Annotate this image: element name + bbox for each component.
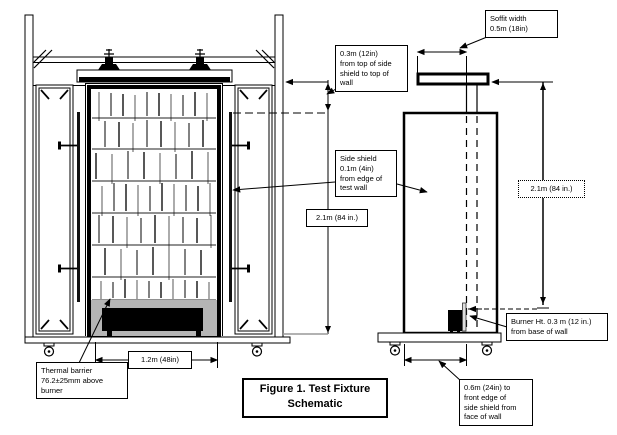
front-base-rail [24,336,291,344]
header-beam-band [79,77,230,82]
left-corner-brace [33,49,53,69]
side-view [377,72,502,356]
panel-clamps [58,141,250,273]
thermal-barrier-label: Thermal barrier 76.2±25mm above burner [36,362,128,400]
thermal-barrier-side [462,302,467,332]
front-casters [43,342,263,357]
right-side-panel [234,84,273,335]
front-right-post [274,14,284,338]
side-base-platform [377,332,502,343]
wall-frame-outline [85,83,223,336]
front-wall-height-label: 2.1m (84 in.) [306,209,368,227]
side-shield-bar-right [229,112,232,302]
right-corner-brace [255,49,275,69]
shingle-panel [92,92,216,301]
top-offset-label: 0.3m (12in) from top of side shield to t… [335,45,408,92]
front-view [24,14,291,357]
burner-height-label: Burner Ht. 0.3 m (12 in.) from base of w… [506,313,608,341]
side-shield-panel [402,111,499,335]
left-side-panel [35,84,74,335]
trolley-right [189,49,211,70]
trolley-track [32,56,276,63]
soffit-bar [416,72,490,86]
side-shield-bar-left [77,112,80,302]
trolley-left [98,49,120,70]
figure-title: Figure 1. Test Fixture Schematic [242,378,388,418]
side-casters [389,341,493,356]
side-wall-height-label: 2.1m (84 in.) [518,180,585,198]
burner-front [102,308,203,336]
leader-lines [78,36,508,382]
soffit-width-label: Soffit width 0.5m (18in) [485,10,558,38]
side-shield-label: Side shield 0.1m (4in) from edge of test… [335,150,397,197]
wall-width-label: 1.2m (48in) [128,351,192,369]
soffit-post [465,84,478,113]
wall-frame [87,85,221,338]
front-offset-label: 0.6m (24in) to front edge of side shield… [459,379,533,426]
front-left-post [24,14,34,338]
